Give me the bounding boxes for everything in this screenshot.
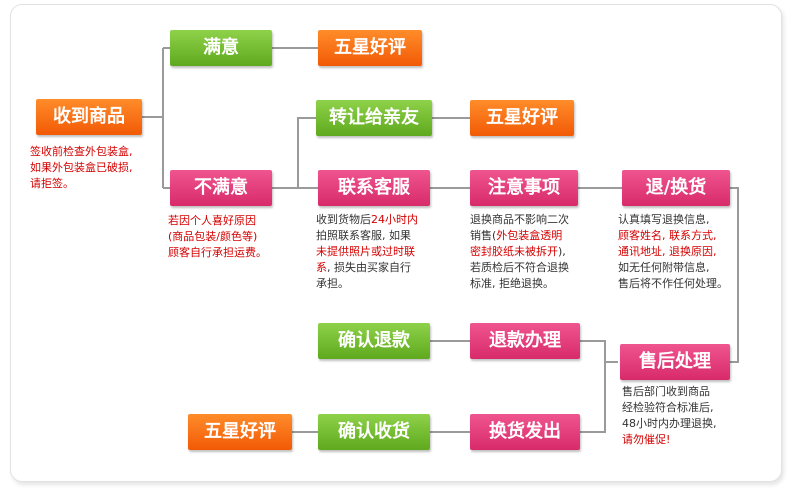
contact-note-line-3: 未提供照片或过时联	[316, 245, 415, 258]
return-exchange-node[interactable]: 退/换货	[622, 170, 730, 206]
receive-goods-node[interactable]: 收到商品	[36, 99, 142, 135]
confirm-receipt-node[interactable]: 确认收货	[318, 414, 430, 450]
refund-processing-node[interactable]: 退款办理	[470, 323, 580, 359]
receive-note-line: 请拒签。	[30, 177, 74, 190]
contact-support-node[interactable]: 联系客服	[318, 170, 430, 206]
receive-note: 签收前检查外包装盒, 如果外包装盒已破损, 请拒签。	[30, 144, 133, 192]
notice-note: 退换商品不影响二次 销售(外包装盒透明 密封胶纸未被拆开), 若质检后不符合退换…	[470, 212, 569, 292]
notice-note-text: 销售(	[470, 229, 497, 242]
five-star-review-node-3[interactable]: 五星好评	[188, 414, 292, 450]
contact-note-highlight: 24小时内	[371, 213, 418, 226]
after-sales-note-line-3: 48小时内办理退换,	[622, 417, 717, 430]
contact-note-line-5: 承担。	[316, 277, 349, 290]
notice-note-highlight: 密封胶纸未被拆开	[470, 245, 558, 258]
contact-note: 收到货物后24小时内 拍照联系客服, 如果 未提供照片或过时联 系, 损失由买家…	[316, 212, 418, 292]
return-exchange-note-line-2: 顾客姓名, 联系方式,	[618, 229, 717, 242]
unsatisfied-note: 若因个人喜好原因 (商品包装/颜色等) 顾客自行承担运费。	[168, 213, 267, 261]
notice-note-text: ),	[558, 245, 566, 258]
contact-note-line-4: 系, 损失由买家自行	[316, 260, 418, 276]
notice-note-line-5: 标准, 拒绝退换。	[470, 277, 554, 290]
after-sales-note-line-2: 经检验符合标准后,	[622, 401, 714, 414]
ship-exchange-node[interactable]: 换货发出	[470, 414, 580, 450]
return-exchange-note: 认真填写退换信息, 顾客姓名, 联系方式, 通讯地址, 退换原因, 如无任何附带…	[618, 212, 728, 292]
notice-note-line-3: 密封胶纸未被拆开),	[470, 244, 569, 260]
five-star-review-node-1[interactable]: 五星好评	[318, 30, 422, 66]
contact-note-line-1: 收到货物后24小时内	[316, 212, 418, 228]
return-exchange-note-line-1: 认真填写退换信息,	[618, 213, 710, 226]
notice-node[interactable]: 注意事项	[470, 170, 578, 206]
transfer-to-friends-node[interactable]: 转让给亲友	[316, 100, 432, 136]
unsatisfied-note-line: 顾客自行承担运费。	[168, 246, 267, 259]
contact-note-line-2: 拍照联系客服, 如果	[316, 229, 411, 242]
notice-note-line-4: 若质检后不符合退换	[470, 261, 569, 274]
contact-note-text: 收到货物后	[316, 213, 371, 226]
unsatisfied-node[interactable]: 不满意	[170, 170, 272, 206]
receive-note-line: 如果外包装盒已破损,	[30, 161, 133, 174]
after-sales-note: 售后部门收到商品 经检验符合标准后, 48小时内办理退换, 请勿催促!	[622, 384, 717, 448]
contact-note-text: , 损失由买家自行	[327, 261, 411, 274]
five-star-review-node-2[interactable]: 五星好评	[470, 100, 574, 136]
after-sales-note-line-1: 售后部门收到商品	[622, 385, 710, 398]
after-sales-node[interactable]: 售后处理	[620, 344, 730, 380]
notice-note-line-1: 退换商品不影响二次	[470, 213, 569, 226]
diagram-frame	[10, 4, 782, 482]
unsatisfied-note-line: 若因个人喜好原因	[168, 214, 256, 227]
contact-note-highlight: 系	[316, 261, 327, 274]
unsatisfied-note-line: (商品包装/颜色等)	[168, 230, 258, 243]
confirm-refund-node[interactable]: 确认退款	[318, 323, 430, 359]
satisfied-node[interactable]: 满意	[170, 30, 272, 66]
after-sales-note-line-4: 请勿催促!	[622, 433, 671, 446]
notice-note-highlight: 外包装盒透明	[496, 229, 563, 242]
return-exchange-note-line-5: 售后将不作任何处理。	[618, 277, 728, 290]
return-exchange-note-line-4: 如无任何附带信息,	[618, 261, 710, 274]
notice-note-line-2: 销售(外包装盒透明	[470, 228, 569, 244]
return-exchange-note-line-3: 通讯地址, 退换原因,	[618, 245, 717, 258]
receive-note-line: 签收前检查外包装盒,	[30, 145, 133, 158]
